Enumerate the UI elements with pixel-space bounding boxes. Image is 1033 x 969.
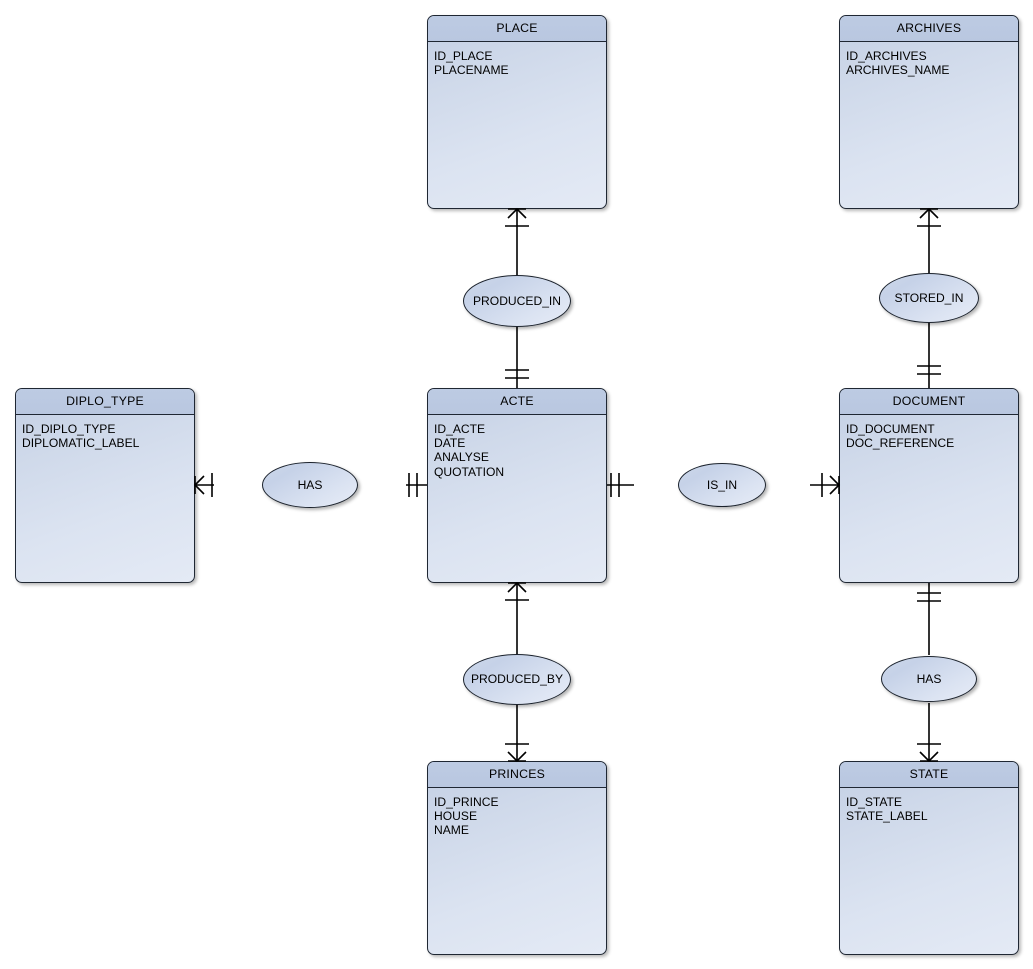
connector-acte-is_in	[607, 473, 634, 497]
attribute: QUOTATION	[434, 464, 505, 479]
relationship-stored_in[interactable]: STORED_IN	[879, 273, 979, 323]
attribute: ID_DOCUMENT	[846, 422, 935, 436]
attribute: ARCHIVES_NAME	[846, 63, 950, 78]
attribute: ANALYSE	[434, 450, 489, 465]
connector-document-has	[917, 583, 941, 655]
attribute: PLACENAME	[434, 63, 509, 78]
relationship-has_state[interactable]: HAS	[881, 656, 977, 702]
attribute: NAME	[434, 823, 469, 838]
attribute: HOUSE	[434, 809, 478, 824]
relationship-produced_by[interactable]: PRODUCED_BY	[463, 653, 571, 705]
entity-title-diplo_type: DIPLO_TYPE	[16, 389, 194, 415]
connector-acte-produced_by	[505, 581, 529, 655]
connector-produced_in-acte	[505, 325, 529, 388]
entity-title-document: DOCUMENT	[840, 389, 1018, 415]
entity-title-place: PLACE	[428, 16, 606, 42]
attribute: ID_PLACE	[434, 49, 493, 63]
attribute: DOC_REFERENCE	[846, 436, 955, 451]
connector-stored_in-document	[917, 320, 941, 388]
relationship-is_in[interactable]: IS_IN	[678, 463, 766, 507]
attribute: ID_STATE	[846, 795, 902, 809]
attribute: ID_DIPLO_TYPE	[22, 422, 116, 436]
entity-title-acte: ACTE	[428, 389, 606, 415]
attribute: ID_ARCHIVES	[846, 49, 927, 63]
connector-produced_by-princes	[505, 703, 529, 763]
connector-place-produced_in	[505, 207, 529, 277]
connector-is_in-document	[810, 473, 841, 497]
connector-has-acte	[406, 473, 427, 497]
attribute: ID_ACTE	[434, 422, 486, 436]
connector-diplo_type-has	[193, 473, 214, 497]
connector-has-state	[917, 703, 941, 763]
entity-title-archives: ARCHIVES	[840, 16, 1018, 42]
entity-title-princes: PRINCES	[428, 762, 606, 788]
attribute: DATE	[434, 436, 466, 451]
entity-title-state: STATE	[840, 762, 1018, 788]
attribute: STATE_LABEL	[846, 809, 928, 824]
relationship-has_diplo[interactable]: HAS	[262, 462, 358, 508]
relationship-produced_in[interactable]: PRODUCED_IN	[463, 275, 571, 327]
attribute: DIPLOMATIC_LABEL	[22, 436, 140, 451]
attribute: ID_PRINCE	[434, 795, 499, 809]
connector-archives-stored_in	[917, 207, 941, 276]
